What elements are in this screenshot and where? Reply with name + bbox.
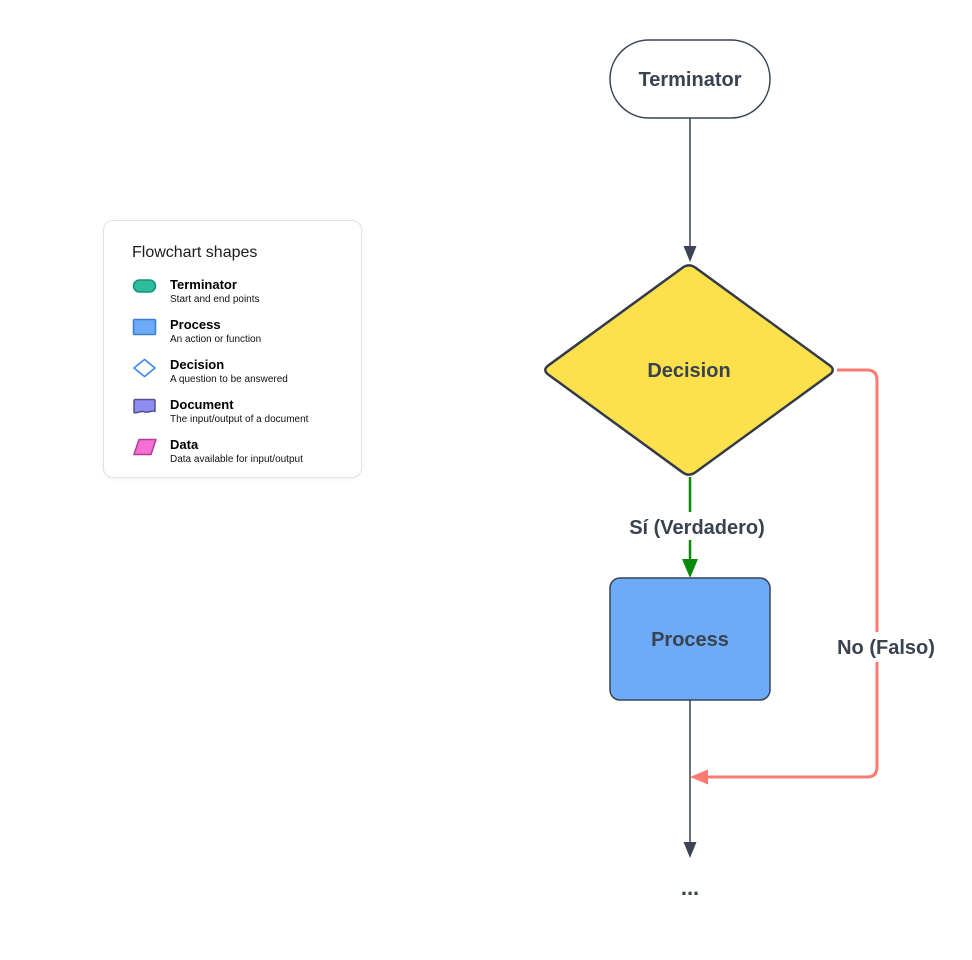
terminator-shape[interactable] bbox=[609, 39, 771, 119]
legend-item-description: A question to be answered bbox=[170, 374, 288, 385]
node-label: Decision bbox=[647, 360, 730, 382]
edge-process-out[interactable] bbox=[683, 700, 697, 858]
arrowhead-down-icon bbox=[682, 559, 698, 578]
legend-item-decision: Decision A question to be answered bbox=[132, 357, 345, 386]
process-icon bbox=[132, 318, 158, 341]
terminator-icon bbox=[132, 278, 158, 299]
edge-label-background bbox=[826, 632, 946, 662]
document-icon bbox=[132, 398, 158, 421]
legend-item-description: An action or function bbox=[170, 334, 262, 345]
node-label: Terminator bbox=[639, 69, 742, 91]
legend-item-label: Data bbox=[170, 437, 199, 452]
legend-item-label: Terminator bbox=[170, 277, 237, 292]
continuation-ellipsis: ... bbox=[681, 875, 699, 900]
process-shape[interactable] bbox=[609, 577, 771, 701]
edge-decision-yes[interactable]: Sí (Verdadero) bbox=[620, 477, 774, 578]
node-terminator[interactable]: Terminator bbox=[609, 39, 771, 119]
node-label: Process bbox=[651, 629, 729, 651]
legend-item-label: Process bbox=[170, 317, 221, 332]
decision-icon bbox=[132, 358, 158, 383]
arrowhead-down-icon bbox=[683, 246, 697, 262]
legend-item-document: Document The input/output of a document bbox=[132, 397, 345, 426]
edge-label-no: No (Falso) bbox=[837, 637, 935, 659]
legend-item-description: Data available for input/output bbox=[170, 454, 303, 465]
edge-terminator-to-decision[interactable] bbox=[683, 118, 697, 262]
legend-item-process: Process An action or function bbox=[132, 317, 345, 346]
edge-decision-no[interactable]: No (Falso) bbox=[690, 368, 946, 785]
data-icon bbox=[132, 438, 158, 461]
decision-shape[interactable] bbox=[544, 264, 834, 476]
legend-item-data: Data Data available for input/output bbox=[132, 437, 345, 466]
legend-panel[interactable]: Flowchart shapes Terminator Start and en… bbox=[103, 220, 362, 478]
legend-item-description: Start and end points bbox=[170, 294, 260, 305]
arrowhead-left-icon bbox=[690, 769, 708, 785]
legend-title: Flowchart shapes bbox=[132, 244, 258, 261]
arrowhead-down-icon bbox=[683, 842, 697, 858]
edge-label-background bbox=[620, 512, 774, 540]
legend-item-label: Decision bbox=[170, 357, 225, 372]
legend-item-label: Document bbox=[170, 397, 234, 412]
legend-item-terminator: Terminator Start and end points bbox=[132, 277, 345, 306]
edge-line[interactable] bbox=[707, 368, 879, 779]
node-process[interactable]: Process bbox=[609, 577, 771, 701]
edge-label-yes: Sí (Verdadero) bbox=[629, 517, 765, 539]
legend-item-description: The input/output of a document bbox=[170, 414, 309, 425]
node-decision[interactable]: Decision bbox=[544, 264, 834, 476]
